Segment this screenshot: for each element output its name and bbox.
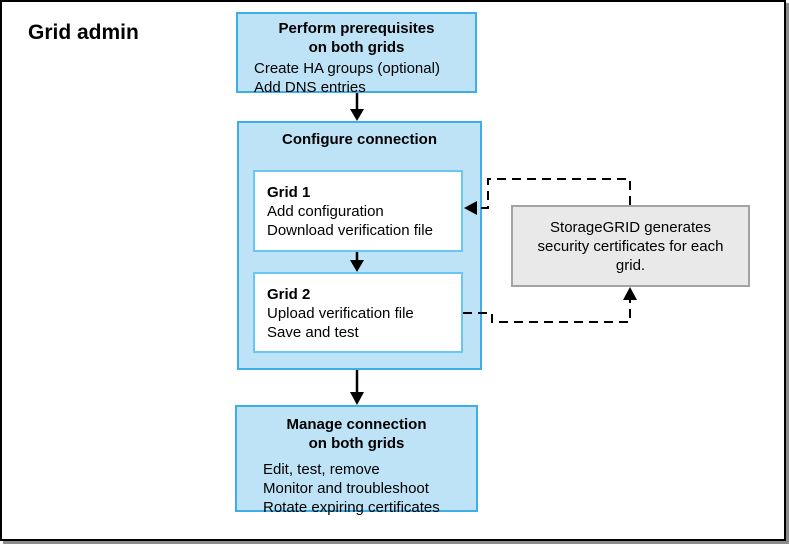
grid2-box: Grid 2 Upload verification file Save and… [253, 272, 463, 353]
grid2-item: Upload verification file [267, 305, 414, 322]
prerequisites-title-line2: on both grids [308, 39, 405, 56]
grid1-items: Add configuration Download verification … [267, 202, 461, 240]
grid2-title: Grid 2 [267, 286, 311, 303]
page-title: Grid admin [28, 21, 139, 44]
certificates-note-text: StorageGRID generates security certifica… [537, 218, 724, 274]
manage-item: Monitor and troubleshoot [263, 480, 429, 497]
grid1-title: Grid 1 [267, 184, 311, 201]
grid2-item: Save and test [267, 324, 359, 341]
grid1-box: Grid 1 Add configuration Download verifi… [253, 170, 463, 252]
prerequisites-item: Add DNS entries [254, 79, 366, 96]
manage-item: Rotate expiring certificates [263, 499, 440, 516]
manage-items: Edit, test, remove Monitor and troublesh… [263, 460, 476, 517]
prerequisites-title-line1: Perform prerequisites [278, 20, 435, 37]
manage-title-line2: on both grids [308, 435, 405, 452]
manage-connection-title: Manage connection on both grids [237, 415, 476, 453]
prerequisites-items: Create HA groups (optional) Add DNS entr… [254, 59, 475, 97]
certificates-note-box: StorageGRID generates security certifica… [511, 205, 750, 287]
prerequisites-item: Create HA groups (optional) [254, 60, 440, 77]
prerequisites-title: Perform prerequisites on both grids [238, 19, 475, 57]
manage-item: Edit, test, remove [263, 461, 380, 478]
manage-title-line1: Manage connection [286, 416, 427, 433]
grid1-item: Add configuration [267, 203, 384, 220]
grid2-items: Upload verification file Save and test [267, 304, 461, 342]
configure-connection-title: Configure connection [282, 131, 437, 148]
grid1-item: Download verification file [267, 222, 433, 239]
prerequisites-box: Perform prerequisites on both grids Crea… [236, 12, 477, 96]
manage-connection-box: Manage connection on both grids Edit, te… [235, 405, 478, 516]
